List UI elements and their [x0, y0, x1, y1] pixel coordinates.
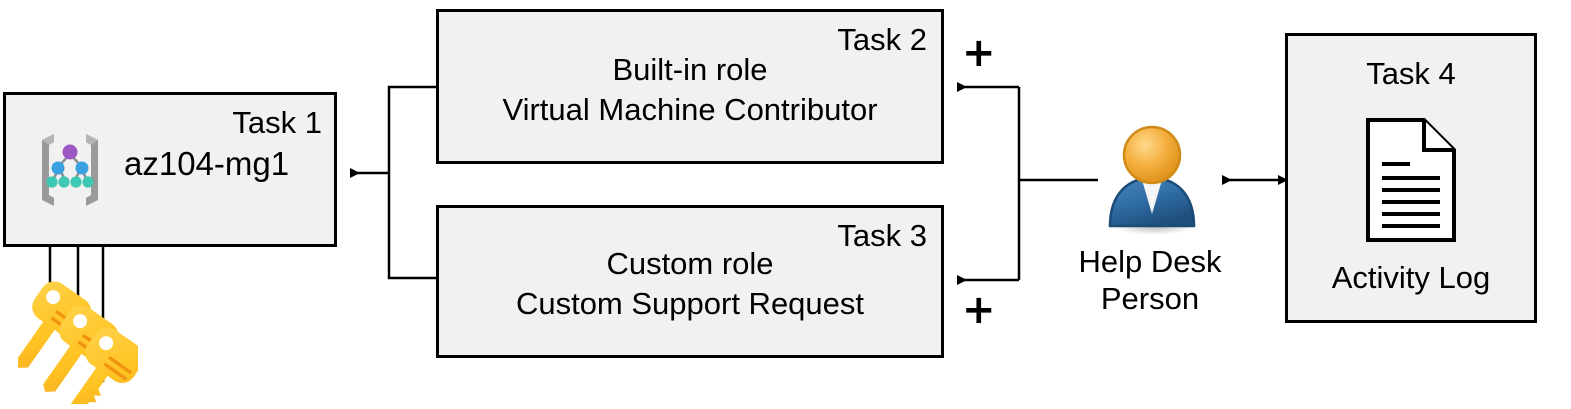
task3-box[interactable]: Task 3 Custom role Custom Support Reques… [436, 205, 944, 358]
person-caption: Help Desk Person [1078, 244, 1222, 317]
task2-label: Task 2 [837, 22, 927, 57]
task1-label: Task 1 [232, 105, 322, 140]
document-icon [1366, 118, 1456, 242]
task3-line1: Custom role [606, 246, 774, 281]
key-icon [69, 327, 138, 404]
task4-caption: Activity Log [1331, 260, 1491, 295]
connector-tasks-to-management-group [350, 85, 436, 280]
task3-line2: Custom Support Request [515, 285, 865, 321]
task1-box[interactable]: Task 1 az104-mg1 [3, 92, 337, 247]
plus-icon-bottom: + [962, 287, 996, 333]
key-icons-group [18, 281, 138, 404]
task2-box[interactable]: Task 2 Built-in role Virtual Machine Con… [436, 9, 944, 164]
user-person-icon [1108, 125, 1196, 235]
management-group-name: az104-mg1 [124, 145, 290, 182]
task4-label: Task 4 [1366, 56, 1456, 91]
plus-icon-top: + [962, 30, 996, 76]
task2-line1: Built-in role [612, 52, 768, 87]
task3-text: Custom role Custom Support Request [439, 244, 941, 323]
task2-text: Built-in role Virtual Machine Contributo… [439, 50, 941, 129]
task3-label: Task 3 [837, 218, 927, 253]
task4-box[interactable]: Task 4 Activity Log [1285, 33, 1537, 323]
management-group-icon [42, 134, 98, 206]
task2-line2: Virtual Machine Contributor [502, 91, 878, 127]
